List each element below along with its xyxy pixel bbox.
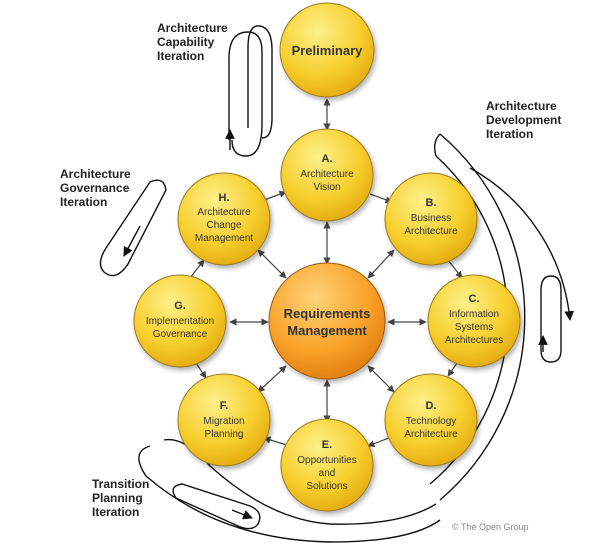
label-f-2: Planning (205, 429, 244, 440)
arrow-g-h (189, 259, 205, 279)
spoke-f (257, 365, 287, 393)
node-c (427, 274, 521, 368)
spoke-b (367, 249, 395, 279)
label-h-2: Change (206, 220, 241, 231)
transition-arc-outer (138, 445, 441, 543)
spoke-d (367, 365, 395, 393)
development-iteration-1: Architecture (486, 99, 557, 113)
label-a-letter: A. (322, 153, 333, 165)
label-c-2: Systems (455, 322, 493, 333)
capability-iteration-3: Iteration (157, 49, 204, 63)
label-c-1: Information (449, 309, 499, 320)
transition-iteration-2: Planning (92, 491, 143, 505)
node-g (133, 274, 227, 368)
label-h-letter: H. (219, 192, 230, 204)
development-loop-cap (433, 133, 441, 157)
development-iteration-3: Iteration (486, 127, 533, 141)
label-d-1: Technology (406, 416, 457, 427)
node-a (280, 128, 374, 222)
transition-iteration-3: Iteration (92, 505, 139, 519)
node-labels: Preliminary Requirements Management A. A… (146, 43, 503, 492)
label-e-3: Solutions (306, 481, 347, 492)
node-h (177, 172, 271, 266)
label-preliminary: Preliminary (292, 43, 364, 58)
node-d (384, 373, 478, 467)
label-e-letter: E. (322, 439, 332, 451)
label-b-1: Business (411, 213, 452, 224)
label-g-letter: G. (174, 300, 186, 312)
label-b-2: Architecture (404, 226, 458, 237)
governance-iteration-3: Iteration (60, 195, 107, 209)
node-b (384, 172, 478, 266)
governance-iteration-1: Architecture (60, 167, 131, 181)
label-d-letter: D. (426, 400, 437, 412)
label-a-2: Vision (313, 182, 340, 193)
label-f-1: Migration (203, 416, 244, 427)
spoke-h (257, 249, 287, 279)
label-d-2: Architecture (404, 429, 458, 440)
capability-loop-outer (228, 31, 263, 157)
development-arrow (469, 167, 575, 321)
label-a-1: Architecture (300, 169, 354, 180)
node-e (280, 418, 374, 512)
capability-iteration-1: Architecture (157, 21, 228, 35)
capability-iteration-2: Capability (157, 35, 215, 49)
label-c-letter: C. (469, 293, 480, 305)
node-preliminary (279, 2, 375, 98)
development-iteration-2: Development (486, 113, 561, 127)
capability-loop-inner (247, 25, 273, 139)
label-g-2: Governance (153, 329, 208, 340)
transition-arrow (231, 509, 253, 520)
label-center-1: Requirements (284, 306, 371, 321)
label-h-1: Architecture (197, 207, 251, 218)
transition-small-loop (172, 483, 261, 530)
iteration-labels: Architecture Capability Iteration Archit… (60, 21, 561, 519)
label-e-2: and (319, 468, 336, 479)
copyright-text: © The Open Group (452, 522, 529, 532)
arrow-h-a (263, 190, 287, 201)
development-small-loop (540, 275, 562, 363)
label-c-3: Architectures (445, 335, 503, 346)
node-center (268, 262, 386, 380)
arrow-b-c (447, 259, 463, 279)
transition-iteration-1: Transition (92, 477, 149, 491)
label-center-2: Management (287, 323, 367, 338)
label-g-1: Implementation (146, 316, 214, 327)
governance-loop (99, 179, 167, 277)
governance-arrow (123, 225, 141, 257)
development-arc-outer (439, 133, 526, 501)
label-b-letter: B. (426, 197, 437, 209)
label-f-letter: F. (220, 400, 229, 412)
governance-iteration-2: Governance (60, 181, 130, 195)
label-h-3: Management (195, 233, 254, 244)
label-e-1: Opportunities (297, 455, 356, 466)
node-f (177, 373, 271, 467)
nodes (133, 2, 521, 512)
